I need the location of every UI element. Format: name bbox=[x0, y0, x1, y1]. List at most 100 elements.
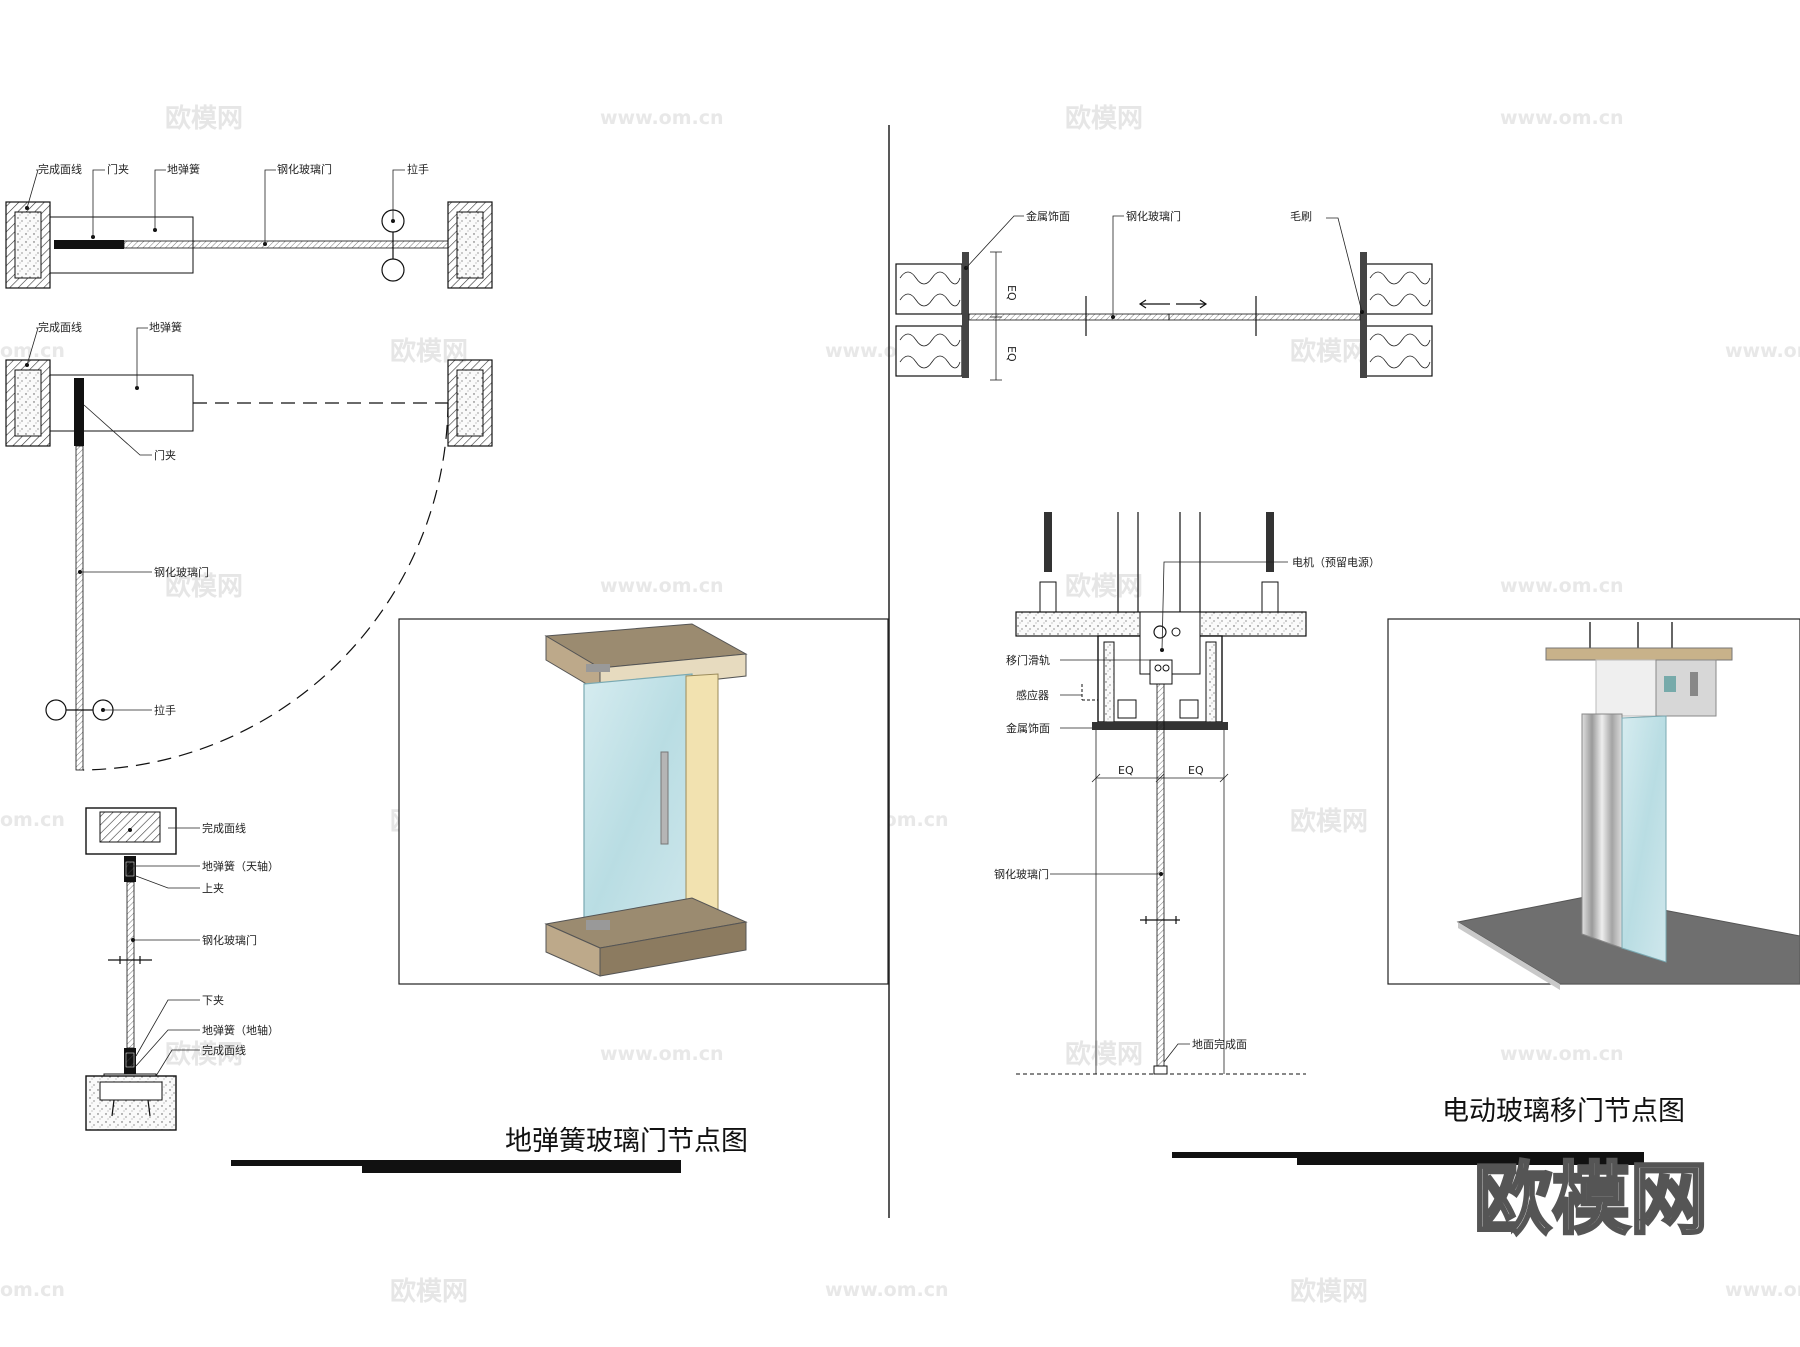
sensor-box bbox=[1117, 699, 1137, 719]
bottom-clamp-hatch bbox=[125, 1052, 135, 1068]
anchor-bolt bbox=[147, 1099, 151, 1117]
watermark-site: www.om.cn bbox=[1500, 1043, 1624, 1065]
leader-line bbox=[92, 169, 105, 237]
leader-line bbox=[155, 1049, 200, 1077]
label-glass-door: 钢化玻璃门 bbox=[277, 162, 332, 176]
side-wall-3d bbox=[685, 673, 719, 929]
metal-post-3d bbox=[1581, 713, 1623, 949]
sensor-box bbox=[1179, 699, 1199, 719]
right-title-block: 电动玻璃移门节点图 bbox=[1172, 1096, 1685, 1165]
bottom-clamp-3d bbox=[586, 920, 610, 930]
label-handle: 拉手 bbox=[154, 703, 176, 717]
watermark-brand: 欧模网 bbox=[1065, 1039, 1143, 1070]
label-finish-line-top: 完成面线 bbox=[202, 821, 246, 835]
brand-watermark: 欧模网 bbox=[1474, 1155, 1708, 1245]
handle-3d bbox=[660, 751, 669, 845]
insulation-pattern bbox=[1369, 333, 1431, 369]
wall-core bbox=[456, 369, 484, 437]
title-floor-spring-door: 地弹簧玻璃门节点图 bbox=[505, 1126, 748, 1157]
left-3d-view bbox=[398, 618, 889, 985]
watermark-site-partial: om.cn bbox=[0, 809, 65, 831]
leader-line bbox=[83, 404, 152, 456]
title-underline-thick bbox=[1172, 1152, 1644, 1158]
leader-line bbox=[136, 327, 148, 388]
door-clamp bbox=[74, 378, 84, 446]
label-glass-door: 钢化玻璃门 bbox=[202, 933, 257, 947]
label-glass-door: 钢化玻璃门 bbox=[994, 867, 1049, 881]
hanger-clip bbox=[1261, 581, 1279, 613]
insulation-pattern bbox=[899, 333, 961, 369]
handle-knob bbox=[45, 699, 67, 721]
wall-core bbox=[14, 369, 42, 437]
label-metal-trim: 金属饰面 bbox=[1006, 721, 1050, 735]
dim-tick bbox=[1219, 773, 1229, 783]
wall-insulation bbox=[895, 325, 963, 377]
right-section: EQ EQ 电机（预留电源） 移门滑轨 感应器 金属饰面 钢化玻璃门 地面完成面 bbox=[994, 512, 1380, 1075]
leader-line bbox=[264, 169, 276, 244]
glass-panel-3d bbox=[1621, 715, 1667, 963]
floor-spring-box bbox=[49, 374, 194, 432]
arrow-head bbox=[1138, 299, 1147, 309]
leader-line bbox=[154, 169, 166, 230]
wall-insulation bbox=[1365, 263, 1433, 315]
glass-door-closed bbox=[123, 240, 449, 249]
label-door-clamp: 门夹 bbox=[154, 448, 176, 462]
leader-line bbox=[1326, 217, 1363, 313]
label-glass-door: 钢化玻璃门 bbox=[154, 565, 209, 579]
door-clamp bbox=[54, 240, 124, 249]
watermark-brand: 欧模网 bbox=[390, 1276, 468, 1307]
hanger-rod bbox=[1044, 512, 1052, 572]
leader-line bbox=[135, 999, 200, 1057]
leader-line bbox=[392, 169, 405, 221]
right-plan: EQ EQ 金属饰面 钢化玻璃门 毛刷 bbox=[895, 209, 1433, 381]
label-floor-spring: 地弹簧 bbox=[167, 162, 200, 176]
arrow-head bbox=[1199, 299, 1208, 309]
label-brush: 毛刷 bbox=[1290, 210, 1312, 223]
watermark-site: www.om.cn bbox=[600, 1043, 724, 1065]
leader-line bbox=[26, 327, 39, 366]
dim-eq: EQ bbox=[1118, 764, 1134, 777]
door-swing-arc bbox=[82, 402, 449, 771]
motor-3d bbox=[1690, 672, 1698, 696]
wall-insulation bbox=[1365, 325, 1433, 377]
title-underline-thick bbox=[231, 1160, 681, 1166]
watermark-site: www.om.cn bbox=[1500, 575, 1624, 597]
dim-tick bbox=[1091, 773, 1101, 783]
label-floor-spring: 地弹簧 bbox=[149, 320, 182, 334]
watermark-brand: 欧模网 bbox=[165, 571, 243, 602]
glass-door-open bbox=[75, 445, 84, 771]
watermark-site: www.om.cn bbox=[600, 107, 724, 129]
label-track: 移门滑轨 bbox=[1006, 653, 1050, 667]
anchor-bolt bbox=[111, 1099, 115, 1117]
floor-guide bbox=[1153, 1065, 1168, 1075]
left-plan-open: 完成面线 地弹簧 门夹 钢化玻璃门 拉手 bbox=[5, 320, 493, 771]
watermark-brand: 欧模网 bbox=[1290, 336, 1368, 367]
box-wall bbox=[1103, 641, 1115, 723]
label-finish-line: 完成面线 bbox=[38, 162, 82, 176]
left-section: 完成面线 地弹簧（天轴） 上夹 钢化玻璃门 下夹 地弹簧（地轴） 完成面线 bbox=[85, 807, 279, 1131]
label-floor-pivot: 地弹簧（地轴） bbox=[202, 1023, 279, 1037]
top-clamp bbox=[125, 861, 135, 877]
floor-slab-edge bbox=[1458, 922, 1560, 990]
wall-core bbox=[456, 211, 484, 279]
motor-wheel bbox=[1171, 627, 1181, 637]
glass-panel-3d bbox=[583, 673, 693, 935]
dim-eq: EQ bbox=[1188, 764, 1204, 777]
leader-line bbox=[135, 875, 200, 889]
glass-door-section bbox=[126, 881, 135, 1049]
label-door-clamp: 门夹 bbox=[107, 162, 129, 176]
watermark-site: www.om.cn bbox=[1500, 107, 1624, 129]
label-top-pivot: 地弹簧（天轴） bbox=[202, 859, 279, 873]
motor-wheel bbox=[1153, 625, 1167, 639]
leader-line bbox=[965, 215, 1024, 269]
label-metal-trim: 金属饰面 bbox=[1026, 209, 1070, 223]
bulkhead-3d bbox=[1595, 659, 1657, 717]
top-clamp-3d bbox=[586, 664, 610, 672]
left-title-block: 地弹簧玻璃门节点图 bbox=[231, 1126, 748, 1173]
leader-line bbox=[135, 1029, 200, 1067]
handle-knob bbox=[381, 258, 405, 282]
right-3d-view bbox=[1387, 618, 1800, 990]
watermark-site: www.om.cn bbox=[600, 575, 724, 597]
hanger-rod bbox=[1266, 512, 1274, 572]
